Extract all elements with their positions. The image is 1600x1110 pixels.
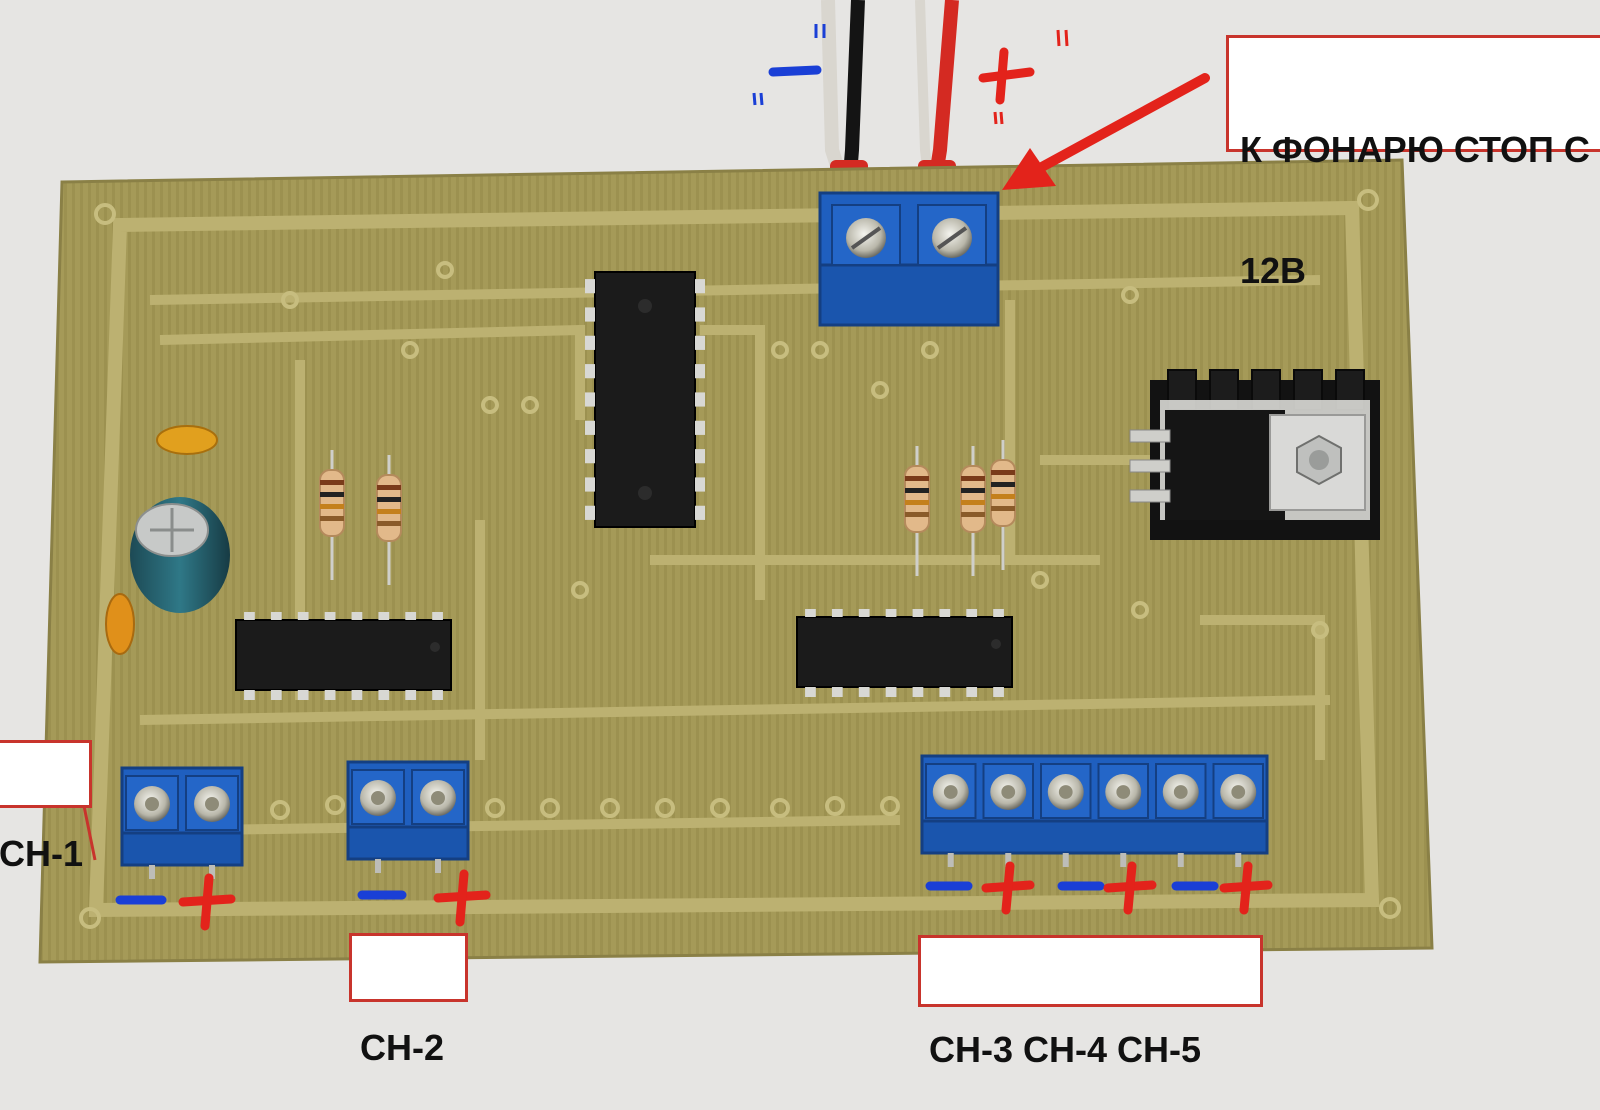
stop-lamp-label-line1: К ФОНАРЮ СТОП С: [1240, 128, 1590, 170]
voltage-regulator-heatsink: [1129, 369, 1380, 540]
plus-mark-ch4: [1103, 861, 1157, 915]
ch345-terminal-block: [920, 754, 1269, 867]
minus-mark-power: [768, 65, 822, 77]
ceramic-capacitor-top: [156, 425, 218, 455]
ditto-marks-blue: [752, 24, 826, 106]
polarity-marks: [115, 24, 1273, 931]
ch1-label: СН-1: [0, 832, 84, 874]
power-terminal-block: [818, 191, 1000, 327]
photo-scene: К ФОНАРЮ СТОП С 12В СН-1 СН-2 СН-3 СН-4 …: [0, 0, 1600, 1069]
ch1-terminal-block: [120, 766, 244, 879]
ch345-label: СН-3 СН-4 СН-5: [929, 1028, 1202, 1070]
plus-mark-ch5: [1219, 861, 1273, 915]
dip16-chip-left: [235, 612, 452, 700]
dip16-chip-right: [796, 609, 1013, 697]
stop-lamp-callout: К ФОНАРЮ СТОП С 12В: [1226, 35, 1600, 290]
stop-lamp-label-line2: 12В: [1240, 249, 1307, 291]
electrolytic-capacitor: [130, 497, 230, 613]
ditto-marks-red: [993, 29, 1069, 125]
dip18-chip: [585, 271, 705, 528]
ch345-callout: СН-3 СН-4 СН-5: [918, 935, 1263, 1069]
pointer-arrow: [1002, 73, 1210, 190]
ceramic-capacitor-left: [105, 593, 135, 655]
ch2-terminal-block: [346, 760, 470, 873]
photo-drawing: [38, 0, 1434, 964]
ch1-callout-pointer: [82, 805, 97, 861]
ch2-callout: СН-2: [349, 933, 468, 1067]
ch2-label: СН-2: [360, 1026, 445, 1068]
resistors: [319, 440, 1016, 585]
plus-mark-ch3: [981, 861, 1035, 915]
plus-mark-power: [978, 47, 1035, 105]
plus-mark-ch2: [433, 869, 491, 927]
ch1-callout: СН-1: [0, 740, 92, 873]
plus-mark-ch1: [178, 873, 236, 931]
